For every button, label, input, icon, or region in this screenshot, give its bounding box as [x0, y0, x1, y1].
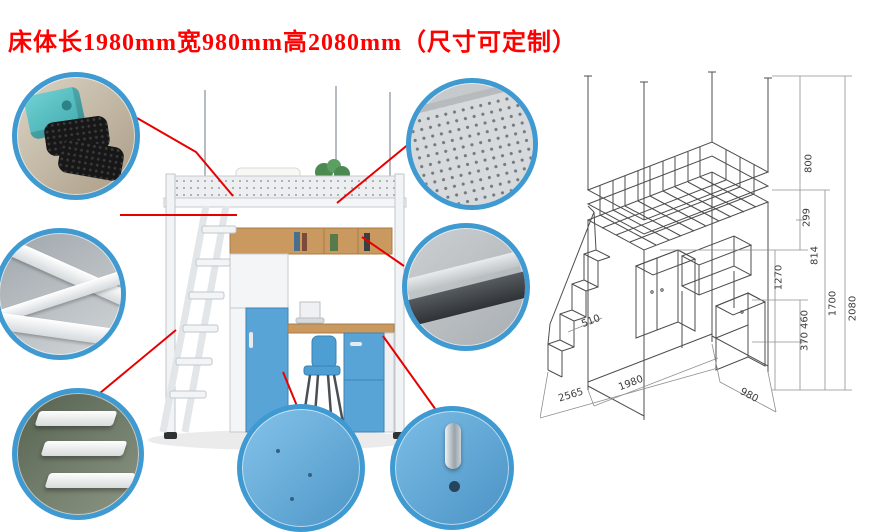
dimension-2080: 2080	[847, 295, 859, 322]
dimension-299: 299	[801, 207, 813, 228]
bed-wireframe	[547, 71, 772, 420]
panel-speck	[308, 473, 312, 477]
page-title: 床体长1980mm宽980mm高2080mm（尺寸可定制）	[8, 30, 577, 56]
perforated-panel	[411, 83, 533, 205]
dimension-1270: 1270	[773, 264, 785, 291]
ladder-step	[44, 473, 136, 488]
callout-steel-tubes	[0, 228, 126, 360]
panel-speck	[276, 449, 280, 453]
product-photo	[118, 80, 418, 465]
chair	[300, 335, 346, 429]
upper-bunk-guardrail	[163, 175, 407, 208]
dimension-370: 370	[799, 331, 811, 352]
callout-foot-pads	[12, 72, 140, 200]
callout-cabinet-panel	[237, 404, 365, 532]
callout-perforated-panel	[406, 78, 538, 210]
callout-door-handle	[390, 406, 514, 530]
door-lock	[449, 481, 460, 492]
ladder-step	[34, 411, 118, 426]
ladder	[159, 205, 237, 433]
wardrobe	[229, 253, 289, 433]
dimension-814: 814	[809, 245, 821, 266]
dimension-lines	[539, 75, 852, 419]
dimension-800: 800	[803, 153, 815, 174]
technical-drawing: 800 299 814 1270 1700 2080 460 370 510 2…	[539, 60, 880, 490]
loft-bed-illustration	[148, 86, 418, 450]
callout-ladder-steps	[12, 388, 144, 520]
door-handle	[445, 423, 461, 469]
bookshelf-hutch	[229, 227, 393, 255]
black-foot-pad	[56, 137, 126, 183]
panel-speck	[290, 497, 294, 501]
callout-support-beam	[402, 223, 530, 351]
steel-tube	[0, 310, 121, 349]
isometric-wireframe	[539, 71, 852, 420]
ladder-step	[40, 441, 128, 456]
dimension-1700: 1700	[827, 290, 839, 317]
